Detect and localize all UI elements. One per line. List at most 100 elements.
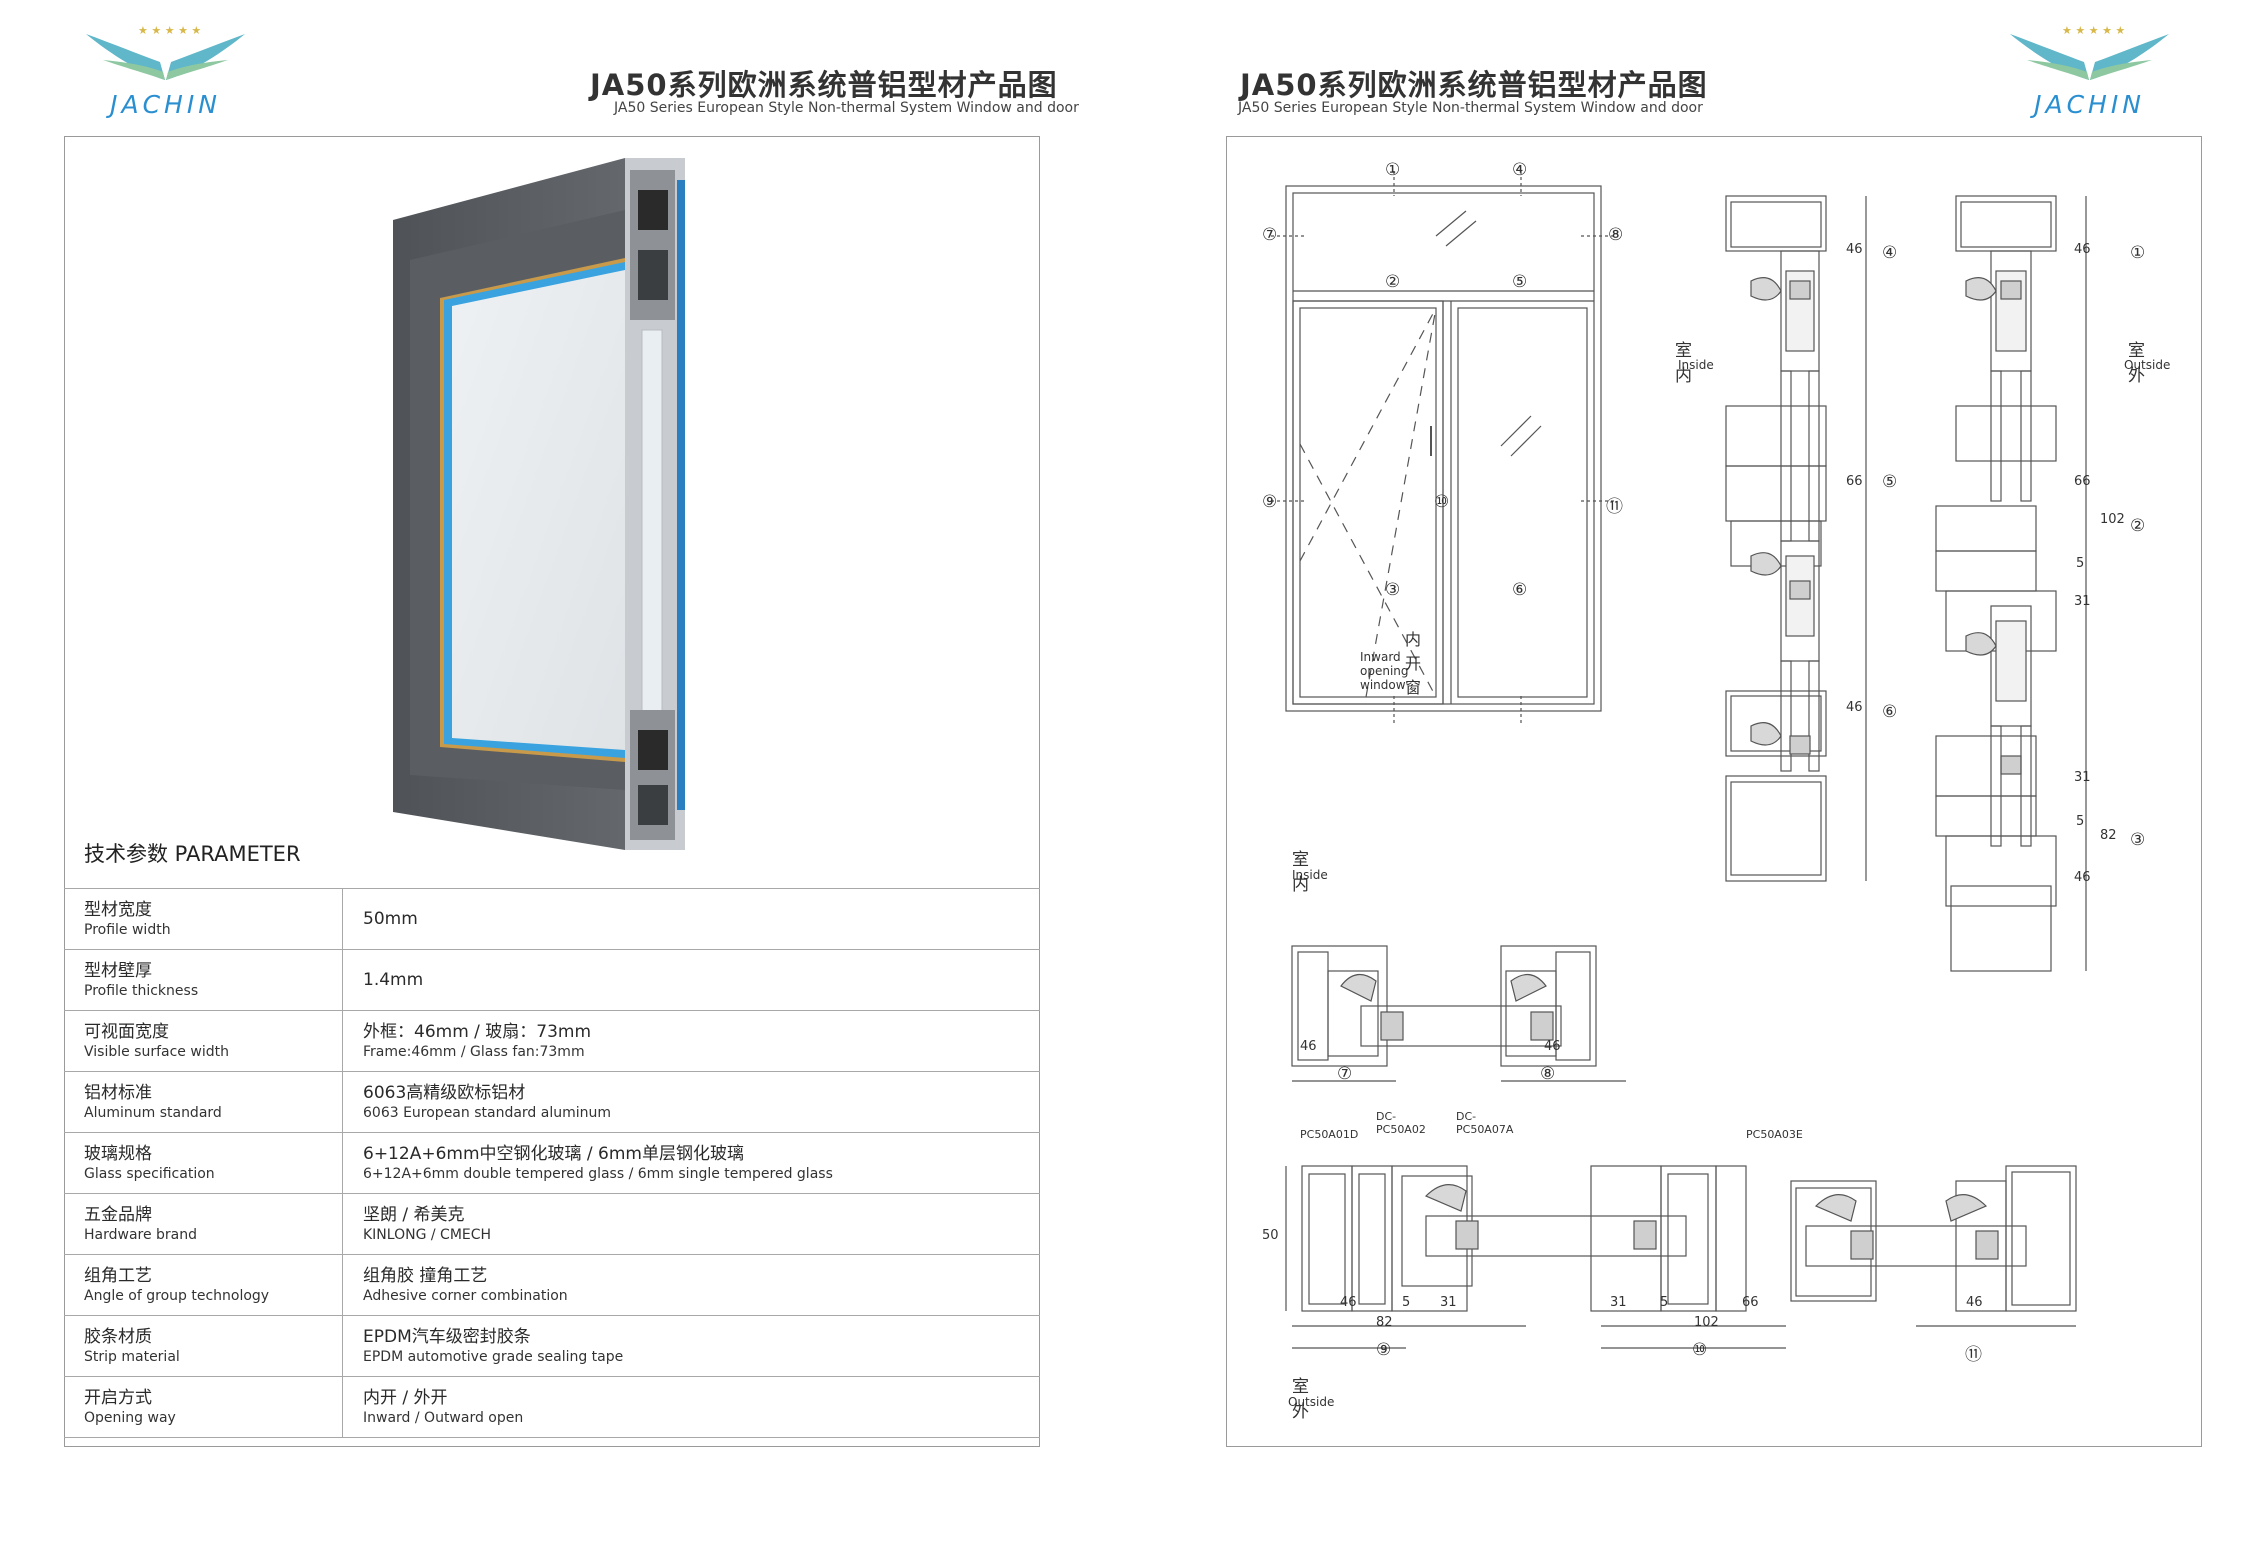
param-value-zh: 坚朗 / 希美克 [363, 1204, 465, 1225]
marker-9: ⑨ [1376, 1340, 1392, 1360]
marker-6: ⑥ [1882, 702, 1898, 722]
param-label-zh: 铝材标准 [84, 1082, 152, 1103]
outside-label-zh: 室外 [2128, 341, 2145, 386]
dim-46: 46 [1544, 1039, 1561, 1054]
param-value-zh: 6063高精级欧标铝材 [363, 1082, 526, 1103]
dim-102: 102 [1694, 1315, 1719, 1330]
param-label-en: Profile thickness [84, 982, 199, 999]
brand-logo-right: ★ ★ ★ ★ ★ JACHIN [2002, 22, 2177, 122]
param-label-zh: 玻璃规格 [84, 1143, 152, 1164]
param-value-en: Adhesive corner combination [363, 1287, 568, 1304]
param-value-en: EPDM automotive grade sealing tape [363, 1348, 624, 1365]
part-code-pc50a01d: PC50A01D [1300, 1128, 1359, 1141]
param-label-zh: 型材宽度 [84, 899, 152, 920]
part-code-dc-pc50a07a: DC-PC50A07A [1456, 1110, 1514, 1136]
elevation-caption-en: Inward opening window [1360, 650, 1409, 692]
dim-66: 66 [1742, 1295, 1759, 1310]
technical-drawing [1271, 171, 2087, 1349]
section-horizontal-91011 [1285, 1165, 2077, 1349]
dim-5: 5 [1402, 1295, 1411, 1310]
dim-31: 31 [1610, 1295, 1627, 1310]
param-label-zh: 组角工艺 [84, 1265, 152, 1286]
marker-7: ⑦ [1337, 1064, 1353, 1084]
marker-3: ③ [2130, 830, 2146, 850]
param-label-en: Aluminum standard [84, 1104, 222, 1121]
logo-wings-icon: ★ ★ ★ ★ ★ [86, 24, 245, 80]
logo-wordmark: JACHIN [110, 90, 221, 119]
left-page-frame [64, 136, 1040, 1447]
marker-5: ⑤ [1512, 272, 1528, 292]
section-vertical-inward [1725, 195, 1867, 882]
part-code-pc50a03e: PC50A03E [1746, 1128, 1803, 1141]
param-value-en: KINLONG / CMECH [363, 1226, 492, 1243]
dim-5: 5 [2076, 814, 2085, 829]
dim-102: 102 [2100, 512, 2125, 527]
dim-31: 31 [2074, 594, 2091, 609]
marker-4: ④ [1882, 243, 1898, 263]
param-label-zh: 开启方式 [84, 1387, 152, 1408]
dim-82: 82 [2100, 828, 2117, 843]
outside-label-zh: 室外 [1292, 1377, 1309, 1422]
param-value-zh: 组角胶 撞角工艺 [363, 1265, 488, 1286]
dim-50: 50 [1262, 1228, 1279, 1243]
dim-66: 66 [1846, 474, 1863, 489]
dim-31: 31 [2074, 770, 2091, 785]
param-label-en: Opening way [84, 1409, 176, 1426]
parameter-heading: 技术参数 PARAMETER [84, 842, 301, 866]
marker-8: ⑧ [1608, 225, 1624, 245]
inside-label-zh: 室内 [1675, 341, 1692, 386]
outside-label-en: Outside [2124, 358, 2171, 372]
right-title-en: JA50 Series European Style Non-thermal S… [1238, 100, 1703, 116]
dim-66: 66 [2074, 474, 2091, 489]
marker-3: ③ [1385, 580, 1401, 600]
dim-46: 46 [2074, 870, 2091, 885]
section-horizontal-78 [1291, 945, 1626, 1082]
dim-5: 5 [2076, 556, 2085, 571]
param-label-en: Hardware brand [84, 1226, 198, 1243]
right-title-zh: JA50系列欧洲系统普铝型材产品图 [1240, 68, 1708, 102]
marker-6: ⑥ [1512, 580, 1528, 600]
marker-9: ⑨ [1262, 492, 1278, 512]
left-title-en: JA50 Series European Style Non-thermal S… [614, 100, 1079, 116]
inside-label-zh: 室内 [1292, 850, 1309, 895]
dim-46: 46 [1340, 1295, 1357, 1310]
profile-render-image [393, 158, 685, 850]
param-value-zh: EPDM汽车级密封胶条 [363, 1326, 531, 1347]
marker-11: ⑪ [1606, 497, 1623, 517]
param-label-en: Strip material [84, 1348, 180, 1365]
dim-46: 46 [1300, 1039, 1317, 1054]
param-label-en: Profile width [84, 921, 171, 938]
param-label-zh: 五金品牌 [84, 1204, 152, 1225]
marker-5: ⑤ [1882, 472, 1898, 492]
dim-5: 5 [1660, 1295, 1669, 1310]
param-value-en: 6+12A+6mm double tempered glass / 6mm si… [363, 1165, 833, 1182]
param-label-zh: 胶条材质 [84, 1326, 152, 1347]
section-vertical-outward [1935, 195, 2087, 972]
dim-46: 46 [1966, 1295, 1983, 1310]
svg-text:★ ★ ★ ★ ★: ★ ★ ★ ★ ★ [138, 24, 201, 37]
marker-2: ② [1385, 272, 1401, 292]
param-label-zh: 可视面宽度 [84, 1021, 169, 1042]
inside-label-en: Inside [1292, 868, 1328, 882]
marker-4: ④ [1512, 160, 1528, 180]
dim-31: 31 [1440, 1295, 1457, 1310]
marker-10: ⑩ [1434, 492, 1450, 512]
svg-text:★ ★ ★ ★ ★: ★ ★ ★ ★ ★ [2062, 24, 2125, 37]
part-code-dc-pc50a02: DC-PC50A02 [1376, 1110, 1426, 1136]
brand-logo-left: ★ ★ ★ ★ ★ JACHIN [78, 22, 253, 122]
logo-wordmark: JACHIN [2034, 90, 2145, 119]
param-value-en: 6063 European standard aluminum [363, 1104, 612, 1121]
param-value-en: Frame:46mm / Glass fan:73mm [363, 1043, 585, 1060]
left-title-zh: JA50系列欧洲系统普铝型材产品图 [590, 68, 1058, 102]
dim-46: 46 [1846, 242, 1863, 257]
